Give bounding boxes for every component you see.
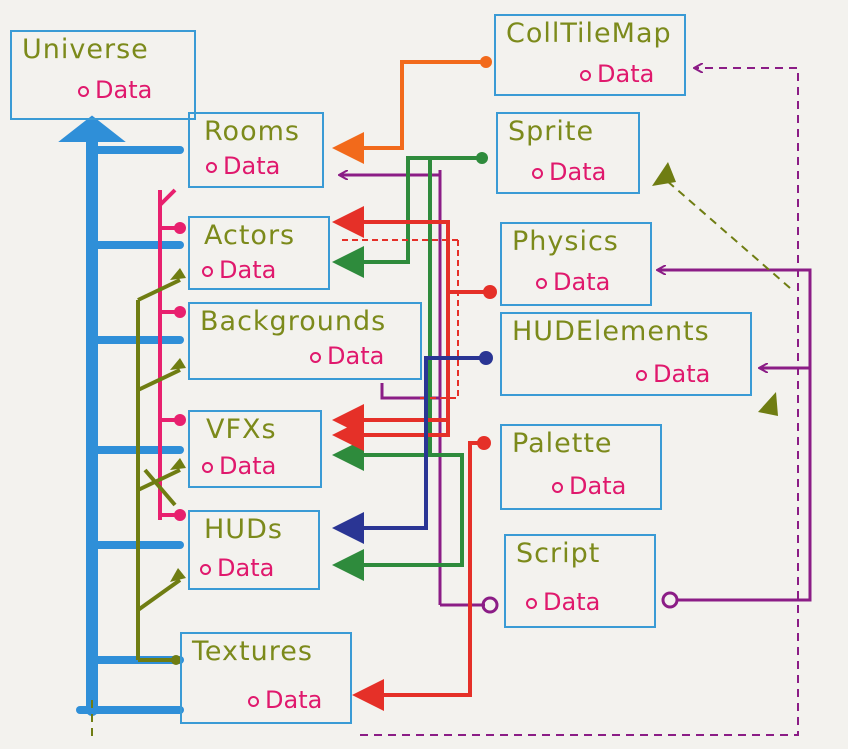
blue-hierarchy-lines (58, 115, 184, 716)
node-textures[interactable]: Textures Data (180, 632, 352, 724)
node-field: Data (78, 76, 152, 104)
node-field: Data (580, 60, 654, 88)
node-universe[interactable]: Universe Data (10, 30, 196, 120)
node-field: Data (206, 152, 280, 180)
node-colltilemap[interactable]: CollTileMap Data (494, 14, 686, 96)
node-title: HUDs (204, 514, 283, 545)
node-field: Data (310, 342, 384, 370)
olive-link-lines (136, 278, 182, 662)
olive-sprite-arrowheads (652, 162, 778, 416)
green-ball-end (476, 152, 488, 164)
node-rooms[interactable]: Rooms Data (188, 112, 324, 188)
node-field: Data (536, 268, 610, 296)
node-title: Sprite (508, 116, 595, 147)
purple-script-open-end (661, 591, 679, 609)
node-sprite[interactable]: Sprite Data (496, 112, 640, 194)
olive-arrowheads (170, 268, 186, 665)
node-title: Palette (512, 428, 613, 459)
node-field: Data (526, 588, 600, 616)
node-huds[interactable]: HUDs Data (188, 510, 320, 590)
node-title: VFXs (206, 414, 277, 445)
node-backgrounds[interactable]: Backgrounds Data (188, 302, 422, 380)
node-vfxs[interactable]: VFXs Data (188, 410, 322, 488)
node-field: Data (532, 158, 606, 186)
orange-ball-end (480, 56, 492, 68)
purple-dashed-link (360, 68, 799, 736)
green-link (332, 156, 480, 581)
node-field: Data (552, 472, 626, 500)
red-dashed-link (340, 239, 459, 399)
node-title: HUDElements (512, 316, 710, 347)
node-title: Rooms (204, 116, 300, 147)
navy-link (332, 356, 482, 544)
node-actors[interactable]: Actors Data (188, 216, 330, 290)
node-field: Data (202, 452, 276, 480)
pink-ball-ends (174, 222, 186, 521)
node-title: CollTileMap (506, 18, 672, 49)
node-hudelements[interactable]: HUDElements Data (500, 312, 752, 396)
node-title: Script (516, 538, 601, 569)
red-link (332, 206, 486, 711)
purple-open-end (481, 596, 499, 614)
node-physics[interactable]: Physics Data (500, 222, 652, 306)
navy-ball-end (479, 351, 493, 365)
node-title: Actors (204, 220, 296, 251)
node-title: Textures (192, 636, 313, 667)
node-field: Data (200, 554, 274, 582)
orange-link (332, 60, 486, 164)
node-field: Data (636, 360, 710, 388)
red-ball-ends (477, 285, 497, 450)
purple-right-link (658, 270, 812, 602)
node-title: Physics (512, 226, 619, 257)
node-palette[interactable]: Palette Data (500, 424, 662, 510)
node-title: Backgrounds (200, 306, 387, 337)
node-script[interactable]: Script Data (504, 534, 656, 628)
node-title: Universe (22, 34, 149, 65)
node-field: Data (248, 686, 322, 714)
olive-dashed-link (91, 179, 791, 742)
node-field: Data (202, 256, 276, 284)
